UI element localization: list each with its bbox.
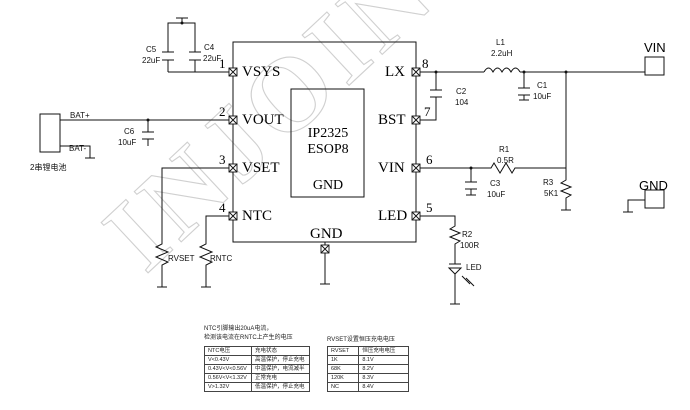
table-cell: 120K [326,373,360,383]
table-cell: 8.3V [358,373,409,383]
table-cell: V>1.32V [203,382,253,392]
table-row: V>1.32V 低温保护，停止充电 [203,382,310,392]
c4-ref: C4 [204,43,215,52]
ntc-table: NTC电压 充电状态 V<0.43V 高温保护，停止充电 0.43V<V<0.5… [203,346,310,392]
vin-terminal-label: VIN [644,40,666,55]
rvset-table: RVSET 恒压充电电压 1K 8.1V 68K 8.2V 120K 8.3V … [326,346,409,392]
r3-value: 5K1 [544,189,559,198]
table-row: NTC电压 充电状态 [203,346,310,356]
table-cell: 8.1V [358,355,409,365]
table-cell: 8.2V [358,364,409,374]
pin-1-name: VSYS [242,64,281,80]
pin-3-number: 3 [219,152,226,167]
table-row: V<0.43V 高温保护，停止充电 [203,355,310,365]
pin-2-name: VOUT [242,112,284,128]
bottom-pin-gnd: GND [310,226,343,242]
c6-value: 10uF [118,138,137,147]
pin-8-name: LX [385,64,405,80]
chip-gnd: GND [312,178,344,193]
rvset-label: RVSET [168,254,195,263]
c1-ref: C1 [537,81,548,90]
r2-value: 100R [460,241,480,250]
ntc-note-line-1: NTC引脚输出20uA电流， [204,326,273,332]
table-cell: 1K [326,355,360,365]
pin-7-number: 7 [424,104,431,119]
r3-ref: R3 [543,178,554,187]
chip-package: ESOP8 [307,142,349,157]
table-row: 0.43V<V<0.56V 中温保护，电流减半 [203,364,310,374]
table-cell: 0.56V<V<1.32V [203,373,253,383]
rntc-label: RNTC [210,254,233,263]
rvset-note: RVSET设置恒压充电电压 [327,337,395,343]
battery-label: 2串锂电池 [30,163,67,172]
table-row: 0.56V<V<1.32V 正常充电 [203,373,310,383]
pin-2-number: 2 [219,104,226,119]
table-header: NTC电压 [203,346,253,356]
pin-8-number: 8 [422,56,429,71]
table-row: NC 8.4V [326,382,409,392]
table-header: 充电状态 [251,346,310,356]
pin-4-name: NTC [242,208,272,224]
bat-pos-label: BAT+ [70,111,90,120]
c4-value: 22uF [203,54,222,63]
led-label: LED [466,263,482,272]
pin-1-number: 1 [219,56,226,71]
pin-4-number: 4 [219,200,226,215]
c1-value: 10uF [533,92,552,101]
table-cell: 低温保护，停止充电 [251,382,310,392]
c6-ref: C6 [124,127,135,136]
table-cell: V<0.43V [203,355,253,365]
l1-ref: L1 [496,38,505,47]
pin-7-name: BST [378,112,406,128]
table-cell: 0.43V<V<0.56V [203,364,253,374]
c5-value: 22uF [142,56,161,65]
l1-value: 2.2uH [491,49,513,58]
chip-part: IP2325 [307,126,349,141]
c2-ref: C2 [456,87,467,96]
table-header: RVSET [326,346,360,356]
c3-ref: C3 [490,179,501,188]
table-cell: NC [326,382,360,392]
chip-inner [290,88,365,198]
gnd-terminal-label: GND [639,178,668,193]
table-row: 68K 8.2V [326,364,409,374]
table-cell: 正常充电 [251,373,310,383]
pin-3-name: VSET [242,160,280,176]
r1-ref: R1 [499,145,510,154]
table-row: RVSET 恒压充电电压 [326,346,409,356]
table-row: 1K 8.1V [326,355,409,365]
c3-value: 10uF [487,190,506,199]
table-cell: 中温保护，电流减半 [251,364,310,374]
table-row: 120K 8.3V [326,373,409,383]
ntc-note-line-2: 检测该电流在RNTC上产生的电压 [204,335,293,341]
pin-6-number: 6 [426,152,433,167]
table-cell: 高温保护，停止充电 [251,355,310,365]
pin-5-name: LED [378,208,408,224]
pin-5-number: 5 [426,200,433,215]
c5-ref: C5 [146,45,157,54]
table-cell: 8.4V [358,382,409,392]
c2-value: 104 [455,98,469,107]
bat-neg-label: BAT- [69,144,87,153]
r1-value: 0.5R [497,156,514,165]
table-cell: 68K [326,364,360,374]
table-header: 恒压充电电压 [358,346,409,356]
r2-ref: R2 [462,230,473,239]
pin-6-name: VIN [378,160,405,176]
